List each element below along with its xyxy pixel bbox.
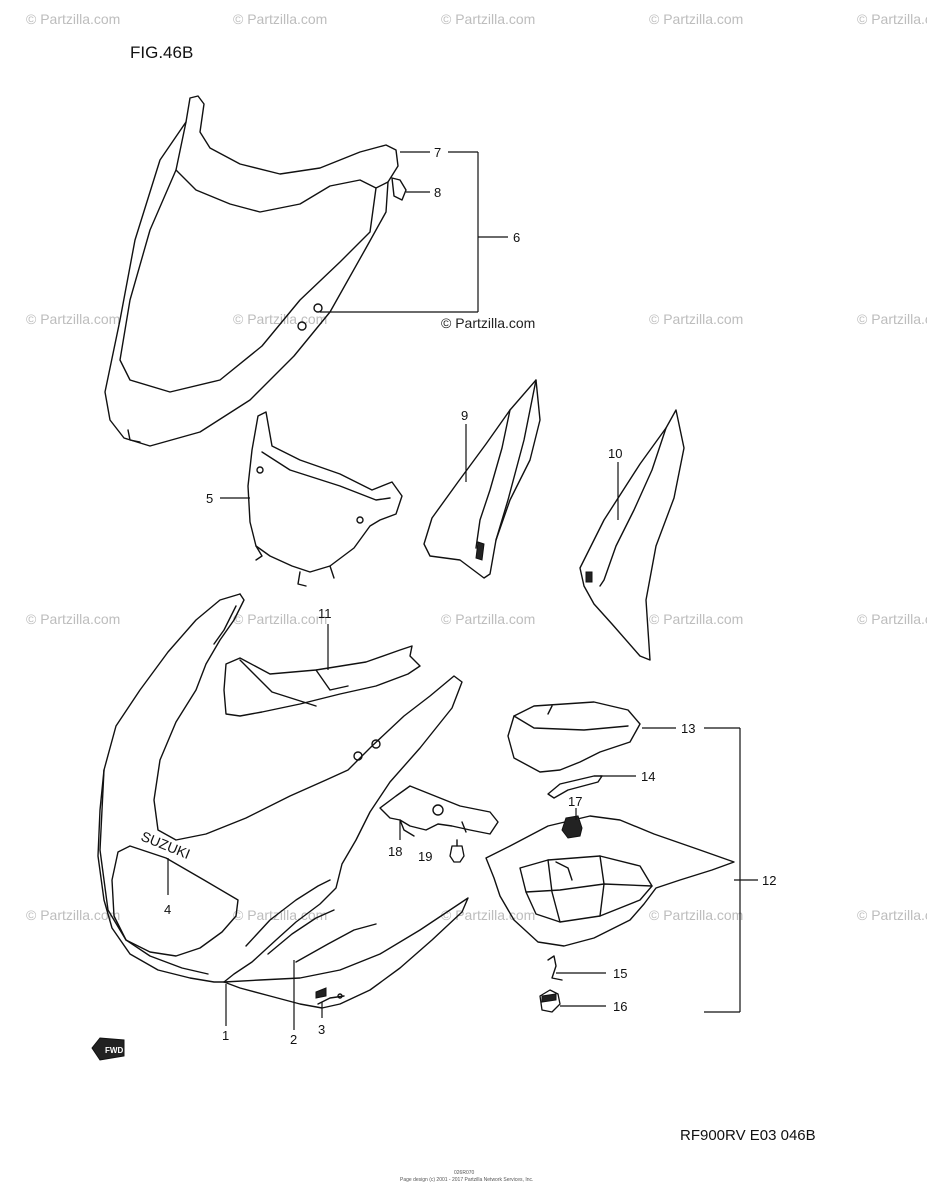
watermark: © Partzilla.com <box>857 11 927 27</box>
part-meter-panel[interactable] <box>247 411 403 587</box>
part-inner-panel-9[interactable] <box>423 379 541 579</box>
watermark: © Partzilla.com <box>26 311 120 327</box>
part-clip-15[interactable] <box>547 955 563 981</box>
callout-8: 8 <box>434 185 441 200</box>
part-lid-13[interactable] <box>507 701 641 773</box>
diagram-code: RF900RV E03 046B <box>680 1127 816 1144</box>
callout-11: 11 <box>318 606 332 621</box>
part-seal-14[interactable] <box>547 775 603 799</box>
watermark: © Partzilla.com <box>857 611 927 627</box>
part-lower-panel-3[interactable] <box>315 987 345 1005</box>
callout-18: 18 <box>388 844 402 859</box>
watermark: © Partzilla.com <box>26 11 120 27</box>
watermark: © Partzilla.com <box>441 611 535 627</box>
callout-14: 14 <box>641 769 655 784</box>
part-cover-11[interactable] <box>223 645 421 717</box>
watermark-layer: © Partzilla.com © Partzilla.com © Partzi… <box>26 11 927 923</box>
part-clip-17[interactable] <box>561 815 583 839</box>
watermark: © Partzilla.com <box>649 11 743 27</box>
callout-3: 3 <box>318 1022 325 1037</box>
fwd-arrow-label: FWD <box>105 1046 123 1055</box>
watermark: © Partzilla.com <box>649 311 743 327</box>
part-windscreen[interactable] <box>104 95 407 447</box>
callout-4: 4 <box>164 902 171 917</box>
watermark: © Partzilla.com <box>26 611 120 627</box>
callout-17: 17 <box>568 794 582 809</box>
callout-6: 6 <box>513 230 520 245</box>
callout-layer: 7 8 6 5 9 10 11 13 14 17 18 19 12 4 15 1… <box>164 145 776 1047</box>
fwd-arrow-icon: FWD <box>91 1037 125 1061</box>
callout-2: 2 <box>290 1032 297 1047</box>
watermark: © Partzilla.com <box>441 907 535 923</box>
footer-code: 026R070 <box>454 1170 475 1176</box>
copyright-center: © Partzilla.com <box>441 315 535 331</box>
watermark: © Partzilla.com <box>857 311 927 327</box>
callout-5: 5 <box>206 491 213 506</box>
watermark: © Partzilla.com <box>649 907 743 923</box>
callout-9: 9 <box>461 408 468 423</box>
part-bracket-18[interactable] <box>379 785 499 837</box>
watermark: © Partzilla.com <box>233 907 327 923</box>
callout-15: 15 <box>613 966 627 981</box>
callout-7: 7 <box>434 145 441 160</box>
part-grommet-16[interactable] <box>539 989 561 1013</box>
part-inner-box-12[interactable] <box>485 815 735 947</box>
part-lower-panel-2[interactable] <box>223 879 469 1009</box>
watermark: © Partzilla.com <box>26 907 120 923</box>
callout-1: 1 <box>222 1028 229 1043</box>
watermark: © Partzilla.com <box>857 907 927 923</box>
watermark: © Partzilla.com <box>233 611 327 627</box>
callout-16: 16 <box>613 999 627 1014</box>
figure-title: FIG.46B <box>130 43 193 62</box>
callout-19: 19 <box>418 849 432 864</box>
callout-12: 12 <box>762 873 776 888</box>
watermark: © Partzilla.com <box>233 11 327 27</box>
brand-text: SUZUKI <box>139 828 193 862</box>
part-bolt-19[interactable] <box>449 839 465 863</box>
callout-10: 10 <box>608 446 622 461</box>
part-inner-panel-10[interactable] <box>579 409 685 661</box>
callout-13: 13 <box>681 721 695 736</box>
part-upper-cowling[interactable] <box>97 593 463 983</box>
leader-lines <box>167 151 758 1030</box>
watermark: © Partzilla.com <box>649 611 743 627</box>
watermark: © Partzilla.com <box>441 11 535 27</box>
footer-copyright: Page design (c) 2001 - 2017 Partzilla Ne… <box>400 1177 533 1183</box>
